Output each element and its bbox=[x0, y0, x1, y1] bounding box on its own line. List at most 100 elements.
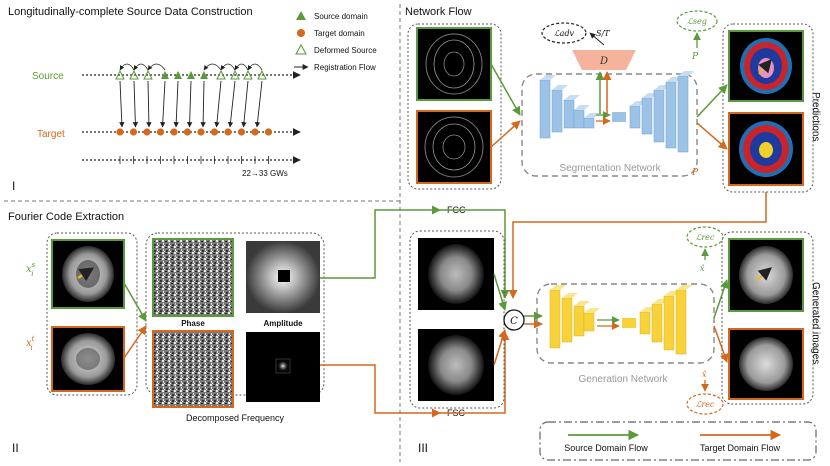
segmentation-blocks bbox=[539, 71, 694, 153]
seg-decoder-block bbox=[665, 81, 677, 149]
registration-arrow bbox=[186, 80, 193, 128]
gen-decoder-block bbox=[663, 295, 675, 351]
adv-loss-bubble bbox=[541, 22, 587, 44]
age-range-label: 22→33 GWs bbox=[242, 169, 288, 178]
seg-decoder-block bbox=[653, 89, 665, 143]
registration-arrow bbox=[160, 80, 166, 128]
legend-registration-flow: Registration Flow bbox=[314, 63, 376, 72]
target-marker bbox=[156, 128, 165, 136]
source-phase-image bbox=[152, 238, 234, 317]
gen-encoder-block bbox=[549, 289, 561, 349]
pt-label: P bbox=[691, 168, 699, 178]
roman-one: I bbox=[12, 179, 15, 193]
phase-label: Phase bbox=[181, 319, 205, 328]
target-markers bbox=[116, 128, 273, 136]
fcc-arrow bbox=[320, 205, 441, 279]
registration-arrow bbox=[132, 80, 139, 128]
source-marker bbox=[161, 71, 169, 79]
gen-encoder-top bbox=[562, 293, 578, 298]
target-flow-label: Target Domain Flow bbox=[700, 443, 781, 453]
seg-encoder-block bbox=[551, 89, 563, 133]
flow-legend-box bbox=[539, 421, 817, 461]
seg-source-input bbox=[416, 27, 492, 101]
deformed-source-marker bbox=[230, 69, 240, 80]
deformed-source-icon bbox=[295, 43, 307, 55]
roman-two: II bbox=[12, 441, 19, 455]
fsc-to-concat bbox=[440, 331, 510, 414]
deformed-source-marker bbox=[143, 69, 153, 80]
registration-arc bbox=[234, 63, 249, 71]
target-phase-image bbox=[152, 330, 234, 408]
fcc-to-concat bbox=[440, 209, 510, 299]
seg-decoder-block bbox=[629, 105, 641, 129]
target-pred-to-concat bbox=[508, 192, 767, 299]
target-marker bbox=[170, 128, 178, 136]
seg-out-source-arrow bbox=[696, 84, 728, 118]
seg-encoder-top bbox=[584, 113, 600, 118]
source-to-decompose-arrow bbox=[123, 282, 147, 322]
seg-source-arrow bbox=[490, 63, 521, 116]
deformed-source-marker bbox=[257, 69, 267, 80]
gen-decoder-block bbox=[639, 311, 651, 335]
generation-network-box bbox=[536, 283, 715, 364]
target-marker bbox=[116, 128, 124, 136]
target-domain-icon bbox=[297, 29, 305, 37]
registration-arc bbox=[203, 63, 222, 71]
generation-blocks bbox=[549, 285, 692, 355]
amplitude-mask-black bbox=[278, 270, 290, 282]
registration-arrow bbox=[173, 80, 179, 128]
xhat-t-label: x̂ bbox=[702, 370, 707, 379]
predictions-label: Predictions bbox=[810, 92, 821, 141]
seg-loss-bubble bbox=[676, 10, 718, 32]
ps-label: P bbox=[691, 52, 699, 62]
seg-loss-label: ℒseg bbox=[687, 17, 707, 26]
target-label: Target bbox=[37, 129, 65, 140]
seg-encoder-block bbox=[539, 79, 551, 139]
seg-target-input bbox=[416, 110, 492, 184]
target-marker bbox=[210, 128, 219, 136]
source-markers bbox=[115, 69, 267, 80]
gen-encoder-top bbox=[574, 301, 590, 306]
target-marker bbox=[129, 128, 138, 136]
seg-bottleneck bbox=[612, 112, 626, 122]
target-marker bbox=[197, 128, 205, 136]
decomposed-frequency-box bbox=[145, 232, 325, 396]
seg-encoder-top bbox=[564, 95, 580, 100]
legend-source-domain: Source domain bbox=[314, 12, 368, 21]
registration-arc bbox=[119, 63, 135, 71]
xhat-s-label: x̂ bbox=[700, 264, 705, 273]
deformed-source-marker bbox=[243, 69, 253, 80]
target-marker bbox=[264, 128, 273, 136]
deformed-source-marker bbox=[216, 69, 226, 80]
registration-arrows bbox=[119, 63, 263, 128]
registration-arc bbox=[220, 63, 236, 71]
gen-encoder-block bbox=[573, 305, 585, 337]
seg-decoder-block bbox=[641, 97, 653, 135]
seg-encoder-top bbox=[552, 85, 568, 90]
amplitude-mask-bright bbox=[275, 358, 291, 374]
rec-loss-target-label: ℒrec bbox=[696, 400, 715, 409]
rec-loss-target-bubble bbox=[686, 393, 724, 415]
st-label: S/T bbox=[596, 29, 610, 38]
panel3-title: Network Flow bbox=[405, 6, 472, 18]
seg-encoder-block bbox=[583, 117, 595, 129]
fsc-arrow bbox=[320, 364, 441, 418]
target-marker bbox=[224, 128, 232, 136]
input-images-box bbox=[46, 232, 138, 396]
decomposed-frequency-label: Decomposed Frequency bbox=[186, 413, 285, 423]
seg-encoder-top bbox=[540, 75, 556, 80]
discriminator-block bbox=[572, 50, 636, 70]
legend-deformed-source: Deformed Source bbox=[314, 46, 377, 55]
seg-target-arrow bbox=[490, 120, 521, 148]
source-marker bbox=[174, 71, 182, 79]
registration-arrow bbox=[214, 80, 222, 128]
generated-box bbox=[721, 231, 814, 405]
generated-images-label: Generated images bbox=[810, 282, 821, 364]
seg-decoder-top bbox=[678, 71, 694, 76]
concat-label: C bbox=[510, 316, 518, 327]
panel2-title: Fourier Code Extraction bbox=[8, 211, 124, 223]
gen-out-target-arrow bbox=[713, 325, 729, 363]
registration-arrow bbox=[254, 80, 263, 128]
